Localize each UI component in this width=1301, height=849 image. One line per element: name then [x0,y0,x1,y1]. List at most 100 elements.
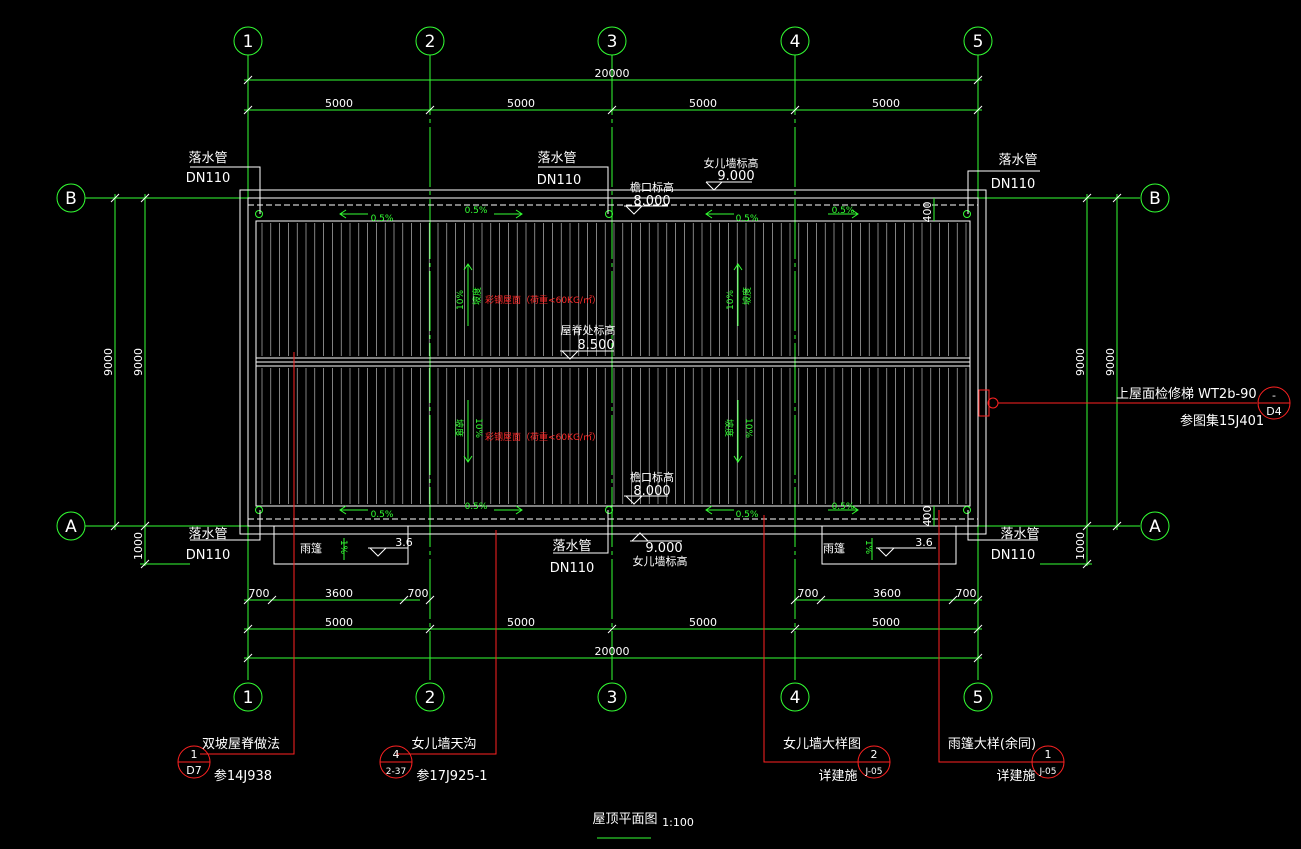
slope-10-4: 10% [743,418,753,438]
dim-canopy-left-l: 700 [249,587,270,600]
downpipe-label-tm: 落水管 [537,151,576,166]
dim-side-inner-right: 9000 [1074,348,1087,376]
dim-canopy-mid-r: 3600 [873,587,901,600]
callout-4-ref: 详建施 [996,769,1035,784]
eave-level-label-top: 檐口标高 [630,180,674,194]
left-dimensions: 9000 9000 1000 [102,193,190,569]
access-sym-top: - [1272,389,1276,402]
axis-bubbles-bottom: 1 2 3 4 5 [233,682,993,712]
axis-label-4-bottom: 4 [790,688,801,708]
eave-level-label-bottom: 檐口标高 [630,470,674,484]
dn-label-br: DN110 [991,548,1036,563]
callout-2-ref: 参17J925-1 [416,768,487,784]
dim-bay-top-2: 5000 [507,97,535,110]
downpipe-markers [255,210,971,514]
downpipe-labels: 落水管 DN110 落水管 DN110 落水管 DN110 落水管 DN110 … [186,151,1040,576]
slope-05-5: 0.5% [371,510,394,520]
dim-side-outer-right: 9000 [1104,348,1117,376]
dim-side-offset-left: 1000 [132,532,145,560]
dim-canopy-right-l: 700 [408,587,429,600]
roof-note-top: 彩钢屋面（荷重<60KG/㎡） [485,294,601,306]
dim-bay-top-1: 5000 [325,97,353,110]
callout-1-ref: 参14J938 [214,768,272,784]
top-dimensions: 20000 5000 5000 5000 5000 [243,67,983,115]
axis-bubbles-top: 1 2 3 4 5 [233,26,993,56]
ridge-level-value: 8.500 [577,338,614,353]
slope-10-1: 10% [456,290,466,310]
slope-05-4: 0.5% [832,206,855,216]
callout-3-title: 女儿墙大样图 [783,736,861,752]
callout-4-sym-top: 1 [1045,748,1052,761]
callout-2-sym-top: 4 [393,748,400,761]
dn-label-tl: DN110 [186,171,231,186]
right-dimensions: 9000 9000 1000 [1040,193,1122,569]
axis-label-a-right: A [1149,517,1161,537]
dim-canopy-mid-l: 3600 [325,587,353,600]
dim-bay-bottom-1: 5000 [325,616,353,629]
slope-05-6: 0.5% [465,502,488,512]
canopy-value-left: 3.6 [395,536,413,549]
level-markers: 女儿墙标高 9.000 檐口标高 8.000 屋脊处标高 8.500 檐口标高 … [560,156,759,568]
dim-bay-bottom-2: 5000 [507,616,535,629]
callout-3-ref: 详建施 [818,769,857,784]
callout-2-title: 女儿墙天沟 [411,736,476,752]
parapet-top-value: 9.000 [717,169,754,184]
eave-level-value-bottom: 8.000 [633,484,670,499]
dn-label-bl: DN110 [186,548,231,563]
dim-bay-top-4: 5000 [872,97,900,110]
roof-material-notes: 彩钢屋面（荷重<60KG/㎡） 彩钢屋面（荷重<60KG/㎡） [485,294,601,443]
canopy-label-left: 雨篷 [300,541,322,555]
parapet-bottom-value: 9.000 [645,541,682,556]
drawing-title: 屋顶平面图 [592,812,657,827]
axis-label-b-left: B [65,189,77,209]
roof-sheet-lines [261,223,967,504]
callout-4-title: 雨篷大样(余同) [948,736,1036,752]
bottom-dimensions: 700 3600 700 700 3600 700 5000 5000 5000… [243,587,983,663]
downpipe-label-bl: 落水管 [188,527,227,542]
canopies: 雨篷 1% 3.6 雨篷 1% 3.6 [273,526,957,565]
callout-3-sym-bottom: J-05 [864,767,882,777]
canopy-value-right: 3.6 [915,536,933,549]
drawing-title-block: 屋顶平面图 1:100 [592,812,694,839]
access-sym-bottom: D4 [1266,405,1281,418]
callout-2-sym-bottom: 2-37 [386,767,406,777]
callout-1-sym-bottom: D7 [186,764,201,777]
axis-label-5-bottom: 5 [973,688,984,708]
downpipe-label-tl: 落水管 [188,151,227,166]
slope-05-3: 0.5% [736,214,759,224]
downpipe-label-tr: 落水管 [998,153,1037,168]
callout-leaders [200,352,1048,763]
parapet-top-label: 女儿墙标高 [704,156,759,170]
axis-bubbles-rows: B A B A [56,183,1170,541]
axis-label-b-right: B [1149,189,1161,209]
drawing-scale: 1:100 [662,816,694,829]
canopy-label-right: 雨篷 [823,541,845,555]
axis-label-3-top: 3 [607,32,618,52]
axis-label-1-top: 1 [243,32,254,52]
roof-note-bottom: 彩钢屋面（荷重<60KG/㎡） [485,431,601,443]
slope-word-1: 坡度 [471,287,483,305]
dim-400-top: 400 [921,202,934,223]
access-ladder: - D4 上屋面检修梯 WT2b-90 参图集15J401 [978,386,1291,429]
axis-lines [85,55,1140,680]
callout-1-sym-top: 1 [191,748,198,761]
callout-4-sym-bottom: J-05 [1038,767,1056,777]
slope-word-3: 坡度 [453,419,465,437]
dim-bay-top-3: 5000 [689,97,717,110]
slope-05-1: 0.5% [371,214,394,224]
gutter-slope-arrows: 0.5% 0.5% 0.5% 0.5% 0.5% 0.5% 0.5% 0.5% [339,206,859,520]
dim-canopy-left-r: 700 [798,587,819,600]
roof-slope-arrows: 10% 坡度 10% 坡度 10% 坡度 10% 坡度 [453,263,753,463]
parapet-bottom-label: 女儿墙标高 [633,554,688,568]
callout-3-sym-top: 2 [871,748,878,761]
dim-total-top: 20000 [595,67,630,80]
axis-label-3-bottom: 3 [607,688,618,708]
dn-label-tr: DN110 [991,177,1036,192]
dim-bay-bottom-4: 5000 [872,616,900,629]
downpipe-label-bm: 落水管 [552,539,591,554]
dim-canopy-right-r: 700 [956,587,977,600]
roof-outline [239,189,987,535]
dn-label-tm: DN110 [537,173,582,188]
slope-05-8: 0.5% [832,502,855,512]
